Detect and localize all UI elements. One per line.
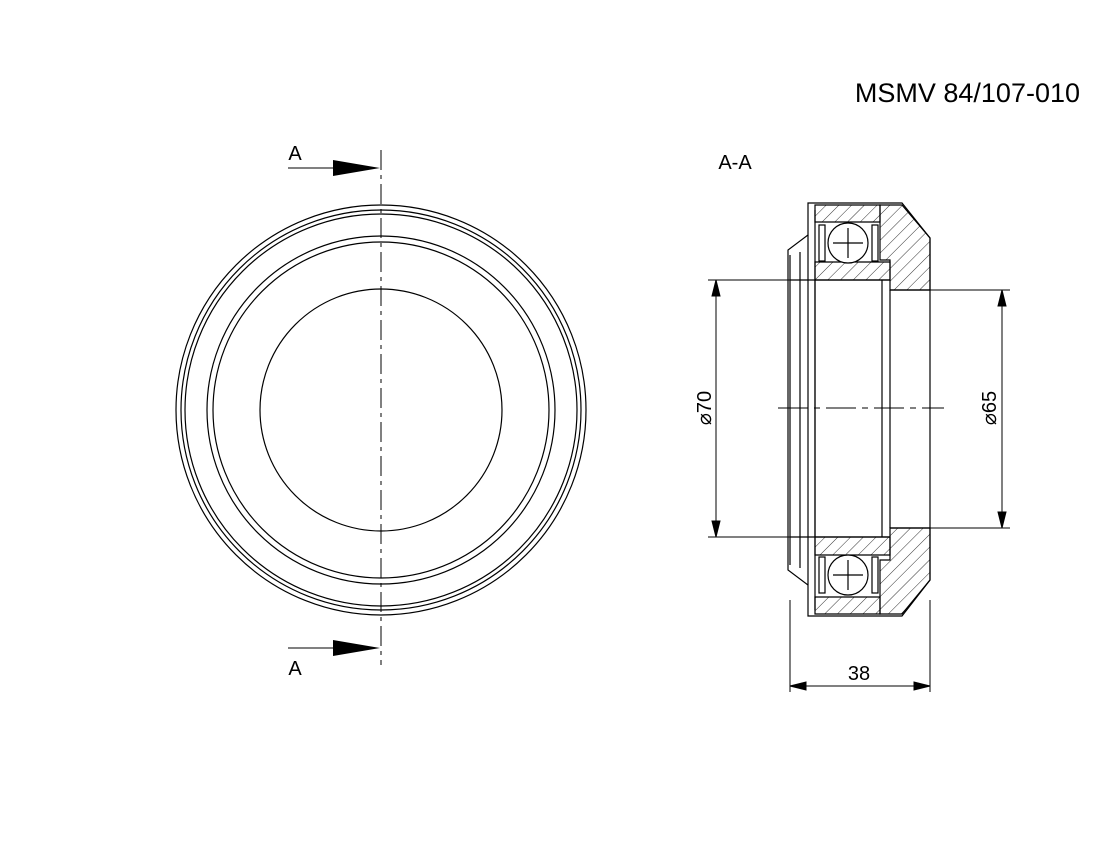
dimension-left — [708, 279, 790, 538]
dimension-bottom — [789, 600, 931, 692]
section-view — [787, 202, 931, 617]
section-marker-top: A — [288, 143, 302, 165]
flange-circle — [184, 213, 578, 607]
inner-ring-bottom — [814, 536, 891, 556]
section-marker-bottom: A — [288, 658, 302, 680]
outer-ring-top — [814, 204, 881, 223]
section-arrow-bottom: A — [288, 640, 380, 680]
outer-rim-circle — [175, 204, 587, 616]
part-number: MSMV 84/107-010 — [855, 78, 1080, 108]
inner-ring-top — [814, 261, 891, 281]
outer-ring-bottom — [814, 596, 881, 615]
dimension-right — [930, 289, 1010, 529]
dimension-overall-width: 38 — [848, 663, 870, 685]
dimension-inner-left-diameter: ⌀70 — [694, 391, 716, 425]
dimension-inner-right-diameter: ⌀65 — [979, 391, 1001, 425]
section-arrow-top: A — [288, 143, 380, 176]
section-title: A-A — [718, 152, 752, 174]
